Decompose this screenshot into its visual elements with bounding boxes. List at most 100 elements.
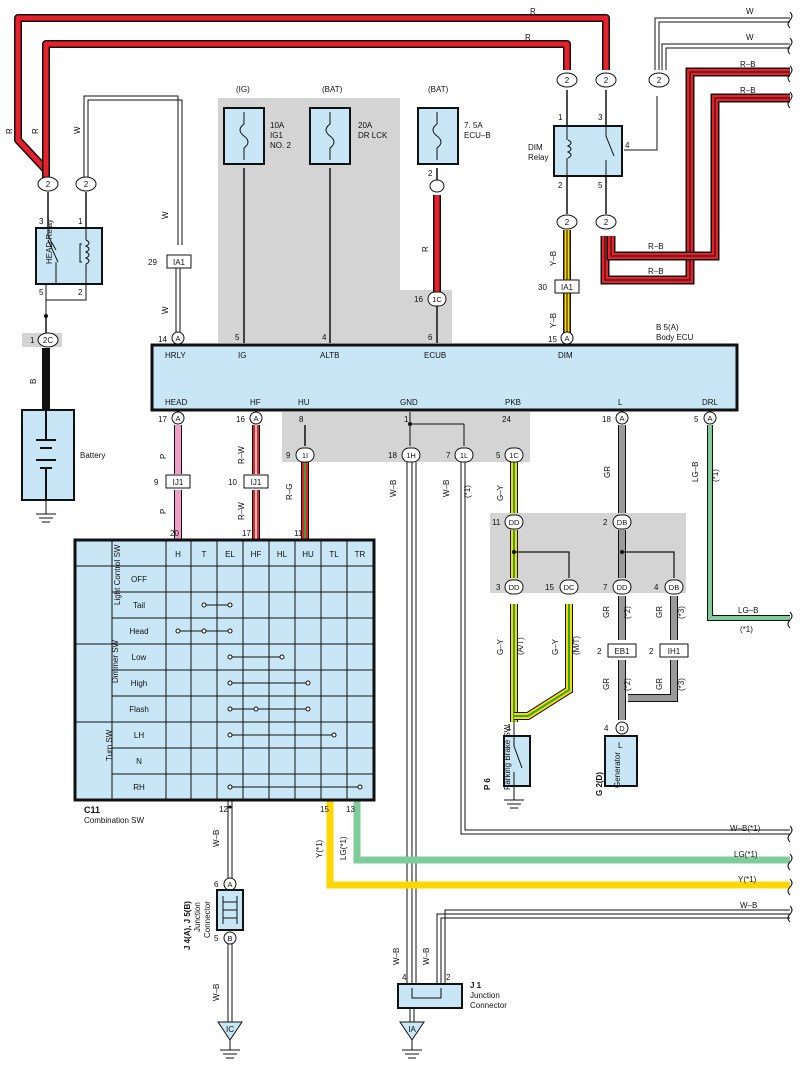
svg-text:A: A	[619, 414, 624, 423]
ecu-ref: B 5(A)	[656, 323, 679, 332]
svg-text:Light Control SW: Light Control SW	[113, 544, 122, 605]
svg-text:11: 11	[294, 529, 303, 538]
wire-label-w: W	[161, 211, 170, 219]
svg-text:H: H	[175, 550, 181, 559]
wire-label-rg: R–G	[285, 484, 294, 500]
ecu-name: Body ECU	[656, 333, 694, 342]
svg-text:1C: 1C	[509, 451, 519, 460]
connector-db: DB4	[654, 579, 684, 595]
ecu-pin-pkb: 24 PKB	[502, 398, 521, 424]
wire-label-lg1: LG(*1)	[734, 850, 758, 859]
svg-text:Parking Brake SW: Parking Brake SW	[503, 724, 512, 790]
wire-lgb	[707, 425, 790, 621]
svg-text:15: 15	[548, 335, 557, 344]
svg-text:24: 24	[502, 415, 511, 424]
wire-breaks	[787, 11, 793, 923]
svg-text:HU: HU	[298, 398, 310, 407]
svg-text:DD: DD	[617, 583, 628, 592]
wire-label-r: R	[530, 7, 536, 16]
svg-text:DRL: DRL	[702, 398, 719, 407]
connector-1c: 1C 5	[496, 447, 524, 463]
svg-text:B: B	[227, 934, 232, 943]
svg-text:13: 13	[346, 805, 355, 814]
svg-text:(BAT): (BAT)	[322, 85, 343, 94]
wire-label-r: R	[421, 246, 430, 252]
junction-j4-j5: A 6 B 5 J 4(A), J 5(B) Junction Connecto…	[183, 877, 244, 950]
svg-text:HL: HL	[277, 550, 288, 559]
svg-text:DB: DB	[617, 518, 627, 527]
wire-label-yb: Y–B	[549, 313, 558, 328]
svg-text:P 6: P 6	[483, 778, 492, 790]
combo-ref: C11	[84, 805, 100, 815]
battery-label: Battery	[80, 451, 105, 460]
wire-label-p: P	[159, 454, 168, 459]
head-relay-label: HEAD Relay	[45, 219, 54, 264]
svg-text:3: 3	[598, 113, 603, 122]
wire-lg-y	[326, 800, 790, 889]
svg-text:EL: EL	[225, 550, 235, 559]
svg-text:2: 2	[649, 647, 654, 656]
connector-dd: DD7	[603, 579, 632, 595]
svg-text:HEAD: HEAD	[165, 398, 187, 407]
wire-label-rw: R–W	[237, 446, 246, 464]
combo-name: Combination SW	[84, 816, 144, 825]
svg-text:IH1: IH1	[668, 647, 681, 656]
ecu-pin-altb: ALTB	[320, 351, 339, 360]
wire-label-star1: (*1)	[740, 625, 753, 634]
wire-label-gr: GR	[655, 606, 664, 618]
wire-label-wb: W–B	[422, 948, 431, 965]
svg-text:2: 2	[657, 76, 662, 85]
connector-1l: 1L7	[446, 447, 474, 463]
svg-text:2: 2	[78, 288, 83, 297]
connector-2: 2	[595, 214, 617, 230]
connector-2: 2	[75, 176, 97, 192]
svg-text:20: 20	[170, 529, 179, 538]
svg-text:6: 6	[428, 333, 433, 342]
svg-text:15: 15	[320, 805, 329, 814]
wire-label-w: W	[746, 7, 754, 16]
wire-label-r: R	[5, 128, 14, 134]
svg-text:HU: HU	[302, 550, 314, 559]
wire-label-wb: W–B	[389, 480, 398, 497]
connector-2: 2	[556, 72, 578, 88]
svg-text:29: 29	[148, 258, 157, 267]
svg-text:Connector: Connector	[203, 901, 212, 938]
fuse-ig1: (IG) 10A IG1 NO. 2 5	[223, 85, 291, 342]
svg-text:1H: 1H	[406, 451, 416, 460]
svg-text:5: 5	[496, 451, 501, 460]
svg-text:6: 6	[214, 880, 219, 889]
svg-text:16: 16	[236, 415, 245, 424]
svg-text:8: 8	[299, 415, 304, 424]
connector-group-top: 2 2 2 2 2 2 2	[37, 72, 670, 230]
svg-text:IG: IG	[238, 351, 246, 360]
svg-text:Turn SW: Turn SW	[105, 729, 114, 761]
svg-text:2: 2	[46, 180, 51, 189]
svg-text:OFF: OFF	[131, 575, 147, 584]
svg-text:LH: LH	[134, 731, 144, 740]
svg-text:PKB: PKB	[505, 398, 521, 407]
svg-text:2: 2	[565, 218, 570, 227]
svg-text:G 2(D): G 2(D)	[595, 772, 604, 796]
svg-text:1L: 1L	[460, 451, 468, 460]
svg-text:J 4(A), J 5(B): J 4(A), J 5(B)	[183, 901, 192, 950]
wire-label-wb: W–B	[392, 948, 401, 965]
wire-label-b: B	[29, 379, 38, 384]
svg-text:1C: 1C	[432, 295, 442, 304]
svg-text:TL: TL	[329, 550, 339, 559]
svg-text:N: N	[136, 757, 142, 766]
svg-text:Low: Low	[132, 653, 147, 662]
ecu-pin-hu: 8 HU	[298, 398, 310, 424]
battery: Battery	[21, 409, 105, 523]
parking-brake-switch: 1 P 6 Parking Brake SW	[483, 722, 531, 809]
wire-label-gr: GR	[602, 678, 611, 690]
wire-label-r: R	[525, 33, 531, 42]
svg-text:16: 16	[414, 295, 423, 304]
svg-text:17: 17	[158, 415, 167, 424]
